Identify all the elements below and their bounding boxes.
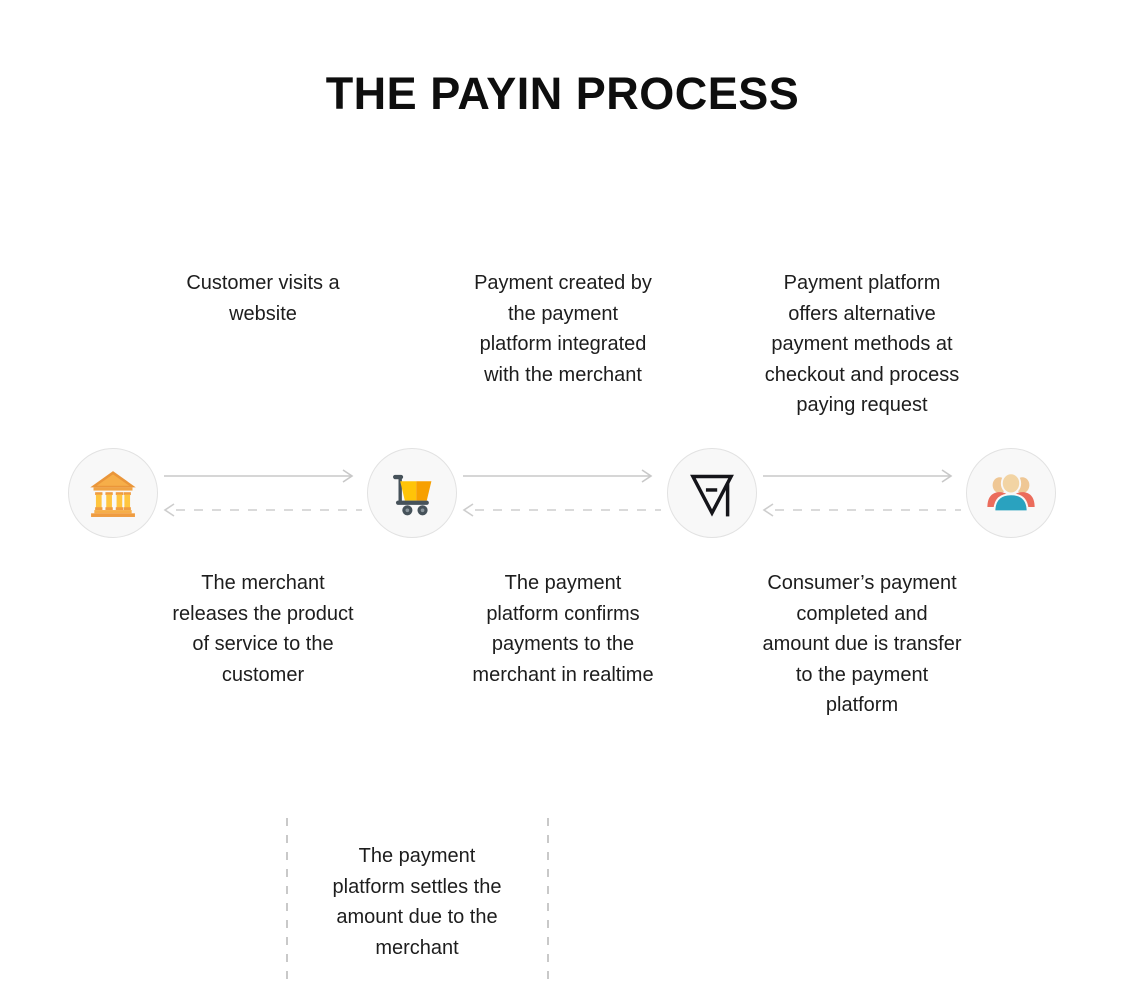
flow-arrows-2	[462, 469, 661, 517]
payment-platform-logo-icon	[686, 467, 738, 519]
page-title: THE PAYIN PROCESS	[325, 68, 800, 119]
flow-arrows-3	[762, 469, 961, 517]
users-icon	[983, 465, 1039, 521]
segment-2-bottom-label: The payment platform confirms payments t…	[472, 572, 654, 686]
segment-3-top-label: Payment platform offers alternative paym…	[764, 272, 960, 416]
settlement-boundary-left	[286, 818, 288, 988]
node-bank	[68, 448, 158, 538]
settlement-note: The payment platform settles the amount …	[332, 845, 502, 959]
node-payment-platform	[667, 448, 757, 538]
bank-icon	[87, 467, 139, 519]
flow-arrows-1	[163, 469, 362, 517]
node-consumers	[966, 448, 1056, 538]
node-shopping-cart	[367, 448, 457, 538]
segment-1-top-label: Customer visits a website	[186, 272, 340, 325]
segment-1-bottom-label: The merchant releases the product of ser…	[172, 572, 354, 686]
shopping-cart-icon	[385, 466, 439, 520]
segment-2-top-label: Payment created by the payment platform …	[474, 272, 652, 386]
segment-3-bottom-label: Consumer’s payment completed and amount …	[762, 572, 962, 716]
settlement-boundary-right	[547, 818, 549, 988]
